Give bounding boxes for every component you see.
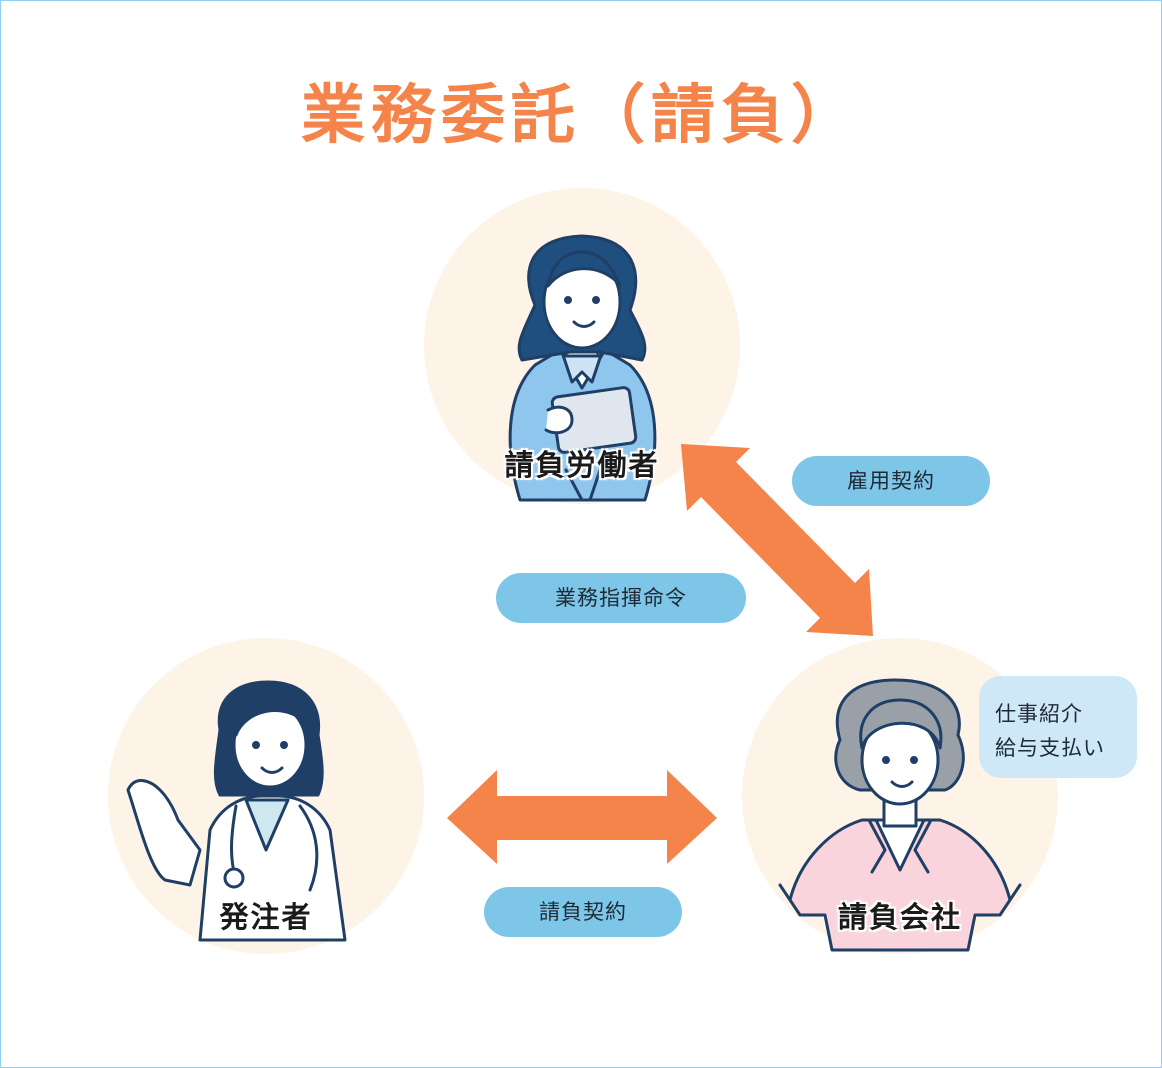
- direction-command-label: 業務指揮命令: [496, 573, 746, 623]
- company-label: 請負会社: [837, 900, 962, 934]
- client-label: 発注者: [219, 900, 313, 934]
- company-note-bubble: 仕事紹介 給与支払い: [979, 676, 1137, 778]
- employment-contract-label: 雇用契約: [792, 456, 990, 506]
- company-illustration: [778, 678, 1022, 952]
- company-note-line2: 給与支払い: [995, 736, 1105, 760]
- worker-illustration: [508, 234, 657, 502]
- company-note-line1: 仕事紹介: [995, 702, 1083, 726]
- employment-arrow: [681, 444, 873, 636]
- client-illustration: [126, 680, 347, 942]
- worker-label: 請負労働者: [504, 448, 660, 482]
- contract-arrow: [447, 770, 717, 864]
- page-title: 業務委託（請負）: [301, 79, 861, 153]
- subcontract-label: 請負契約: [484, 887, 682, 937]
